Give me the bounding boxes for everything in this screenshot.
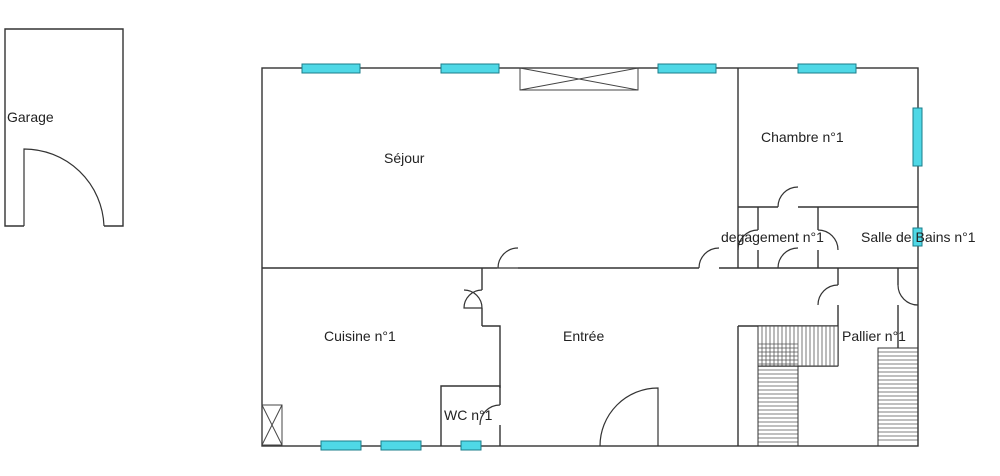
wall-cuisine-right-c xyxy=(482,325,501,388)
skylight-cross-b xyxy=(519,67,639,91)
door-sdb xyxy=(817,229,839,251)
window-sejour-1 xyxy=(301,63,361,74)
house-walls xyxy=(261,67,919,447)
label-salle-de-bains: Salle de Bains n°1 xyxy=(861,229,976,245)
label-garage: Garage xyxy=(7,109,54,125)
staircase xyxy=(757,325,919,447)
stair-left-treads xyxy=(758,369,798,443)
window-cuisine-1 xyxy=(320,440,362,451)
doors xyxy=(463,186,919,447)
room-labels: Garage Séjour Chambre n°1 degagement n°1… xyxy=(7,109,976,423)
window-chambre-top xyxy=(797,63,857,74)
garage-walls xyxy=(4,28,124,227)
outer-wall xyxy=(261,67,919,447)
windows xyxy=(301,63,923,451)
cuisine-chimney-box xyxy=(261,404,283,446)
door-wc xyxy=(479,404,501,426)
door-sejour-right xyxy=(698,247,720,269)
window-sdb xyxy=(912,227,923,247)
label-entree: Entrée xyxy=(563,328,604,344)
skylight-box xyxy=(519,67,639,91)
window-wc xyxy=(460,440,482,451)
garage-door-arc xyxy=(23,148,105,227)
skylights xyxy=(261,67,639,446)
door-entree-main xyxy=(599,387,659,447)
door-pallier-right xyxy=(897,284,919,306)
door-deg-bottom xyxy=(777,247,799,269)
door-sejour-entree xyxy=(497,247,519,269)
door-chambre xyxy=(777,186,799,208)
window-chambre-right xyxy=(912,107,923,167)
window-sejour-3 xyxy=(657,63,717,74)
label-pallier: Pallier n°1 xyxy=(842,328,906,344)
door-pallier-left xyxy=(817,284,839,306)
stair-right-box xyxy=(877,347,919,447)
door-cuisine-2 xyxy=(463,289,483,309)
garage xyxy=(4,28,124,227)
stair-right-treads xyxy=(878,351,918,441)
label-sejour: Séjour xyxy=(384,150,425,166)
label-chambre: Chambre n°1 xyxy=(761,129,844,145)
door-deg-left xyxy=(737,229,759,251)
label-wc: WC n°1 xyxy=(444,407,493,423)
chimney-cross-b xyxy=(261,404,283,446)
label-degagement: degagement n°1 xyxy=(721,229,824,245)
wc-walls xyxy=(440,385,501,446)
door-cuisine-1 xyxy=(463,289,483,309)
window-sejour-2 xyxy=(440,63,500,74)
label-cuisine: Cuisine n°1 xyxy=(324,328,396,344)
stair-left-box xyxy=(757,365,799,447)
window-cuisine-2 xyxy=(380,440,422,451)
stair-upper-treads xyxy=(758,326,835,366)
